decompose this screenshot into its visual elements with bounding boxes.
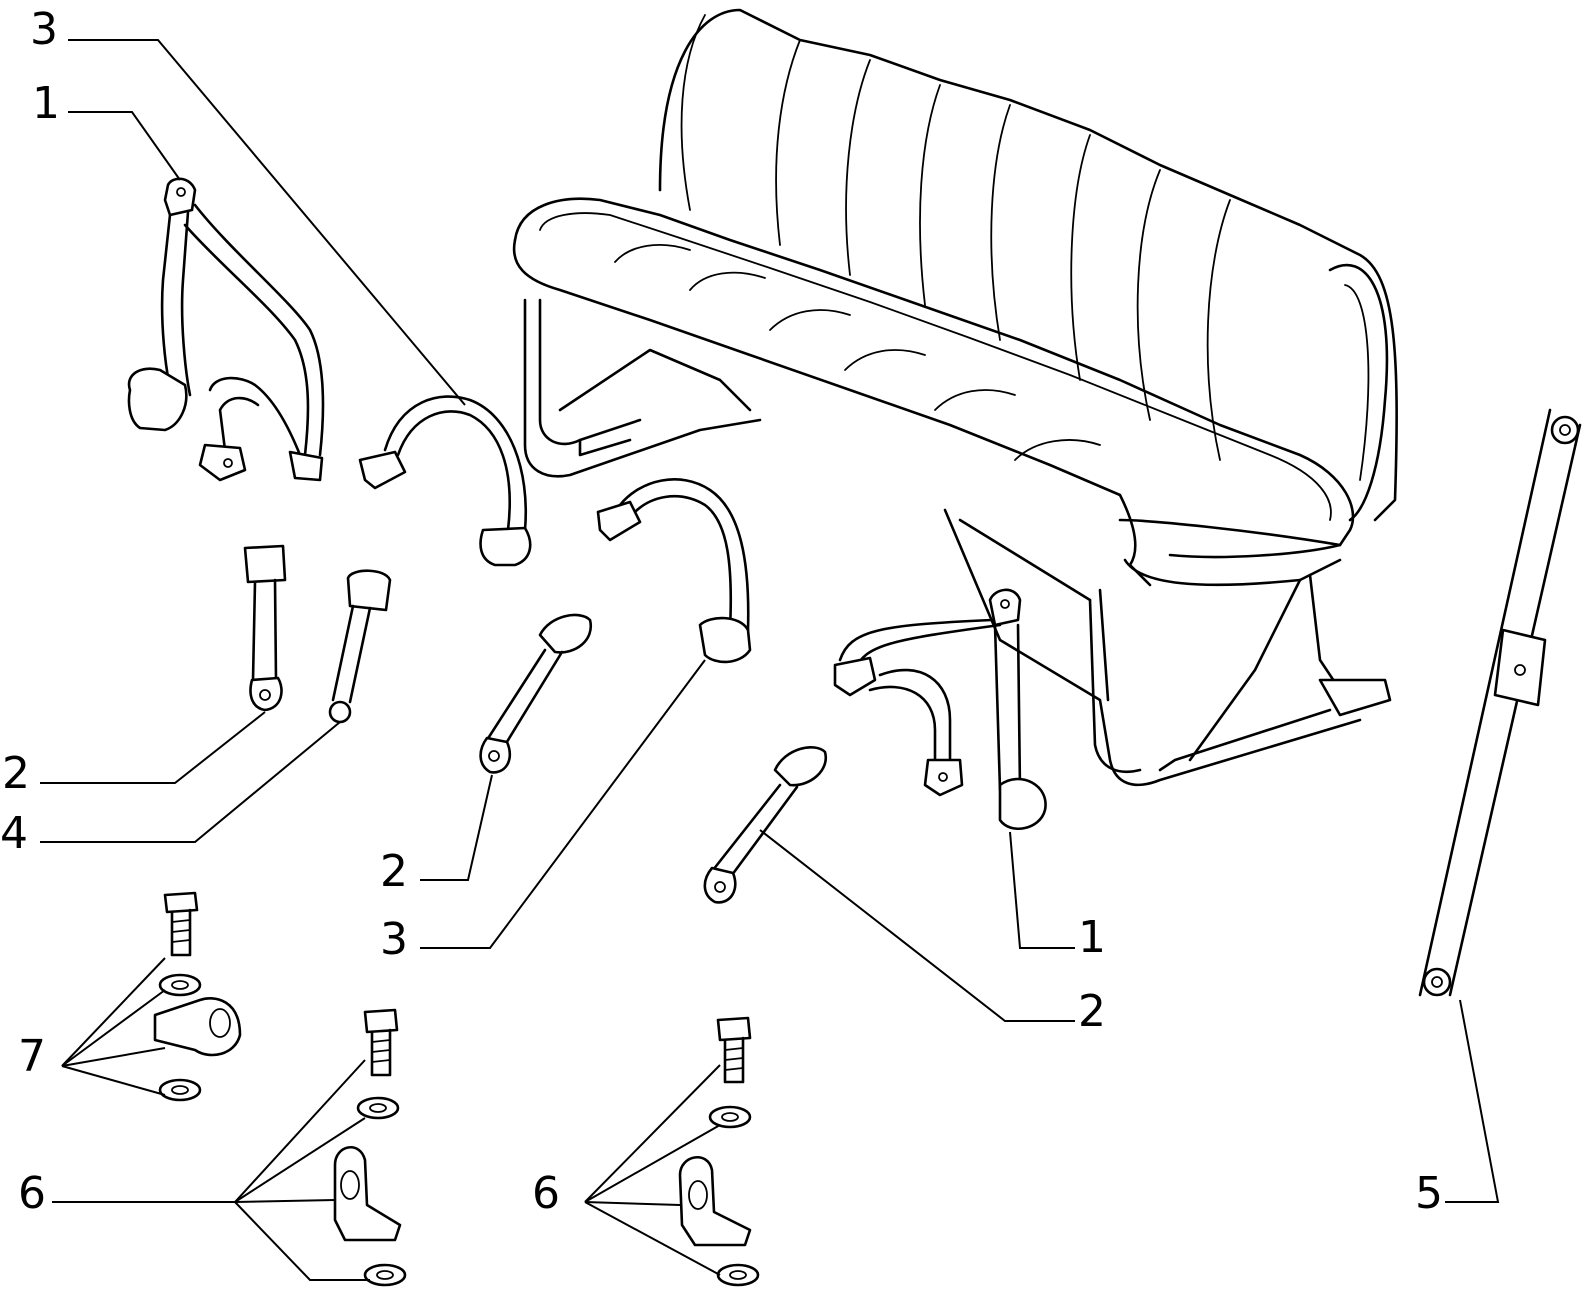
callout-2-left: 2 [2, 748, 30, 799]
callout-3-top: 3 [30, 4, 58, 55]
buckle-stalk-left [243, 544, 287, 712]
hardware-kit-6-left [333, 1008, 407, 1287]
leader-lines [40, 39, 1500, 1281]
seat-belt-retractor-arc-1 [358, 395, 532, 567]
buckle-stalk-right [703, 746, 828, 904]
callout-3-mid: 3 [380, 914, 408, 965]
callout-2-right: 2 [1078, 986, 1106, 1037]
hardware-kit-7 [153, 891, 242, 1102]
seat-belt-retractor-arc-2 [596, 478, 752, 664]
seat-belt-3point-left [127, 177, 325, 482]
belt-tongue-stalk [328, 569, 392, 724]
adjuster-bar [1418, 408, 1582, 997]
hardware-kit-6-right [678, 1016, 760, 1287]
callout-4-left: 4 [0, 808, 28, 859]
seat-belt-3point-right [833, 588, 1047, 830]
bench-seat [512, 8, 1398, 787]
callout-1-right: 1 [1078, 912, 1106, 963]
callout-1-top: 1 [32, 78, 60, 129]
buckle-stalk-mid [479, 613, 593, 774]
callout-2-mid: 2 [380, 846, 408, 897]
callout-5-right: 5 [1415, 1168, 1443, 1219]
callout-6-left: 6 [18, 1168, 46, 1219]
callout-6-mid: 6 [532, 1168, 560, 1219]
callout-7-left: 7 [18, 1031, 46, 1082]
